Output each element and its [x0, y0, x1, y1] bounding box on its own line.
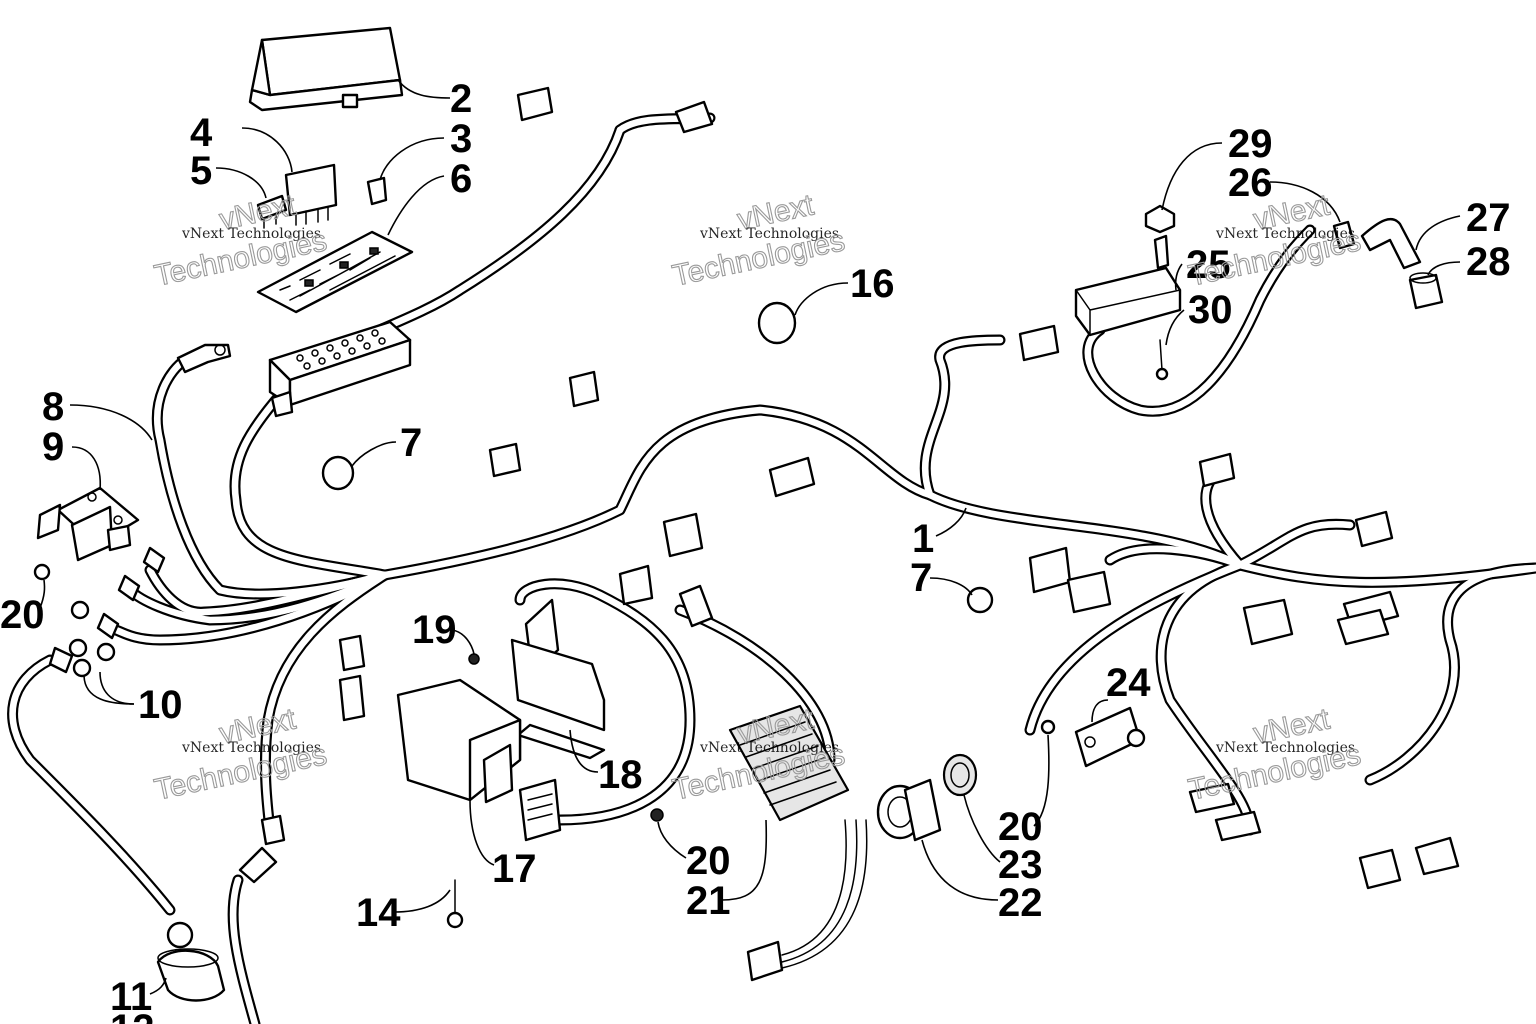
svg-text:vNext Technologies: vNext Technologies	[181, 740, 321, 756]
callout-20-left: 20	[0, 593, 45, 637]
wire-core-w-neg2	[229, 876, 259, 1024]
callout-20-socket: 20	[998, 805, 1043, 849]
wire-strokes	[7, 112, 1536, 1024]
callout-23: 23	[998, 843, 1043, 887]
callout-18: 18	[598, 753, 643, 797]
leader-lines	[39, 79, 1461, 995]
callout-11: 11	[110, 975, 152, 1019]
callout-28: 28	[1466, 240, 1511, 284]
fuse-box-cover	[248, 26, 404, 112]
wire-core-w-r5	[1366, 564, 1536, 784]
wire-core-w-r4	[1157, 561, 1254, 834]
blade-fuse	[366, 176, 388, 206]
wire-core-w-bat2	[262, 571, 389, 834]
callout-9: 9	[42, 425, 64, 469]
callout-27: 27	[1466, 196, 1511, 240]
callout-2: 2	[450, 77, 472, 121]
wire-outline-w-bat1	[151, 354, 391, 600]
callout-26: 26	[1228, 161, 1273, 205]
callout-3: 3	[450, 117, 472, 161]
wire-core-w-cdi	[516, 580, 694, 824]
wire-core-w-sens	[1084, 226, 1314, 415]
watermark-2: vNext vNext Technologies Technologies	[669, 188, 848, 293]
callout-6: 6	[450, 157, 472, 201]
wire-core-w-r1	[1236, 520, 1354, 569]
wire-core-w-sol3	[106, 571, 389, 644]
relay	[284, 163, 338, 226]
callout-21: 21	[686, 879, 731, 923]
svg-text:vNext Technologies: vNext Technologies	[699, 740, 839, 756]
callout-7-lower: 7	[910, 556, 932, 600]
svg-text:vNext Technologies: vNext Technologies	[699, 226, 839, 242]
wire-outline-w-main	[379, 404, 1536, 588]
callout-22: 22	[998, 881, 1043, 925]
callout-5: 5	[190, 149, 212, 193]
wire-core-w-sol1	[146, 566, 389, 616]
small-screws	[468, 653, 664, 822]
starter-solenoid	[36, 486, 140, 562]
callout-4: 4	[190, 111, 213, 155]
callout-14: 14	[356, 891, 401, 935]
svg-text:vNext Technologies: vNext Technologies	[1215, 740, 1355, 756]
wire-core-w-neg	[9, 656, 174, 914]
callout-25: 25	[1186, 243, 1231, 287]
harness-connectors	[338, 86, 1460, 890]
callout-numbers: 2 4 3 5 6 29 26 27 25 28 16 30 8 9 7 1 7…	[0, 77, 1511, 1024]
wire-core-w-r3	[1026, 561, 1244, 734]
wire-core-w-tl2	[1106, 545, 1244, 569]
wire-core-w-main	[381, 406, 1536, 586]
ring-terminals	[166, 814, 464, 949]
callout-19: 19	[412, 608, 457, 652]
wire-core-w-bat1	[154, 356, 389, 598]
callout-1: 1	[912, 517, 934, 561]
callout-8: 8	[42, 385, 64, 429]
callout-10: 10	[138, 683, 183, 727]
mount-plate	[1040, 706, 1146, 768]
fuse-block	[268, 320, 412, 418]
wire-core-w-reg	[676, 606, 834, 764]
cdi-bracket	[510, 598, 606, 760]
callout-7-upper: 7	[400, 421, 422, 465]
wire-outline-w-r3	[1024, 559, 1246, 736]
terminal-boot	[156, 948, 226, 1002]
callout-29: 29	[1228, 122, 1273, 166]
wire-core-w-tl1	[922, 336, 1004, 499]
callout-17: 17	[492, 847, 537, 891]
wire-clips	[321, 301, 994, 614]
cdi-unit	[396, 678, 562, 842]
speed-sensor	[1074, 204, 1182, 381]
bottom-connector	[746, 819, 868, 982]
svg-text:vNext Technologies: vNext Technologies	[1215, 226, 1355, 242]
callout-24: 24	[1106, 661, 1151, 705]
callout-16: 16	[850, 262, 895, 306]
ring-terminal-top	[176, 343, 232, 374]
callout-12: 12	[110, 1007, 155, 1024]
socket-nut	[942, 753, 978, 797]
small-fuse	[256, 194, 288, 229]
boot-parts	[1332, 217, 1444, 310]
callout-30: 30	[1188, 288, 1233, 332]
voltage-regulator	[678, 584, 850, 822]
callout-20-regulator: 20	[686, 839, 731, 883]
svg-text:vNext Technologies: vNext Technologies	[181, 226, 321, 242]
circuit-board	[256, 230, 414, 314]
solenoid-hardware	[33, 546, 166, 678]
accessory-socket	[876, 778, 942, 842]
